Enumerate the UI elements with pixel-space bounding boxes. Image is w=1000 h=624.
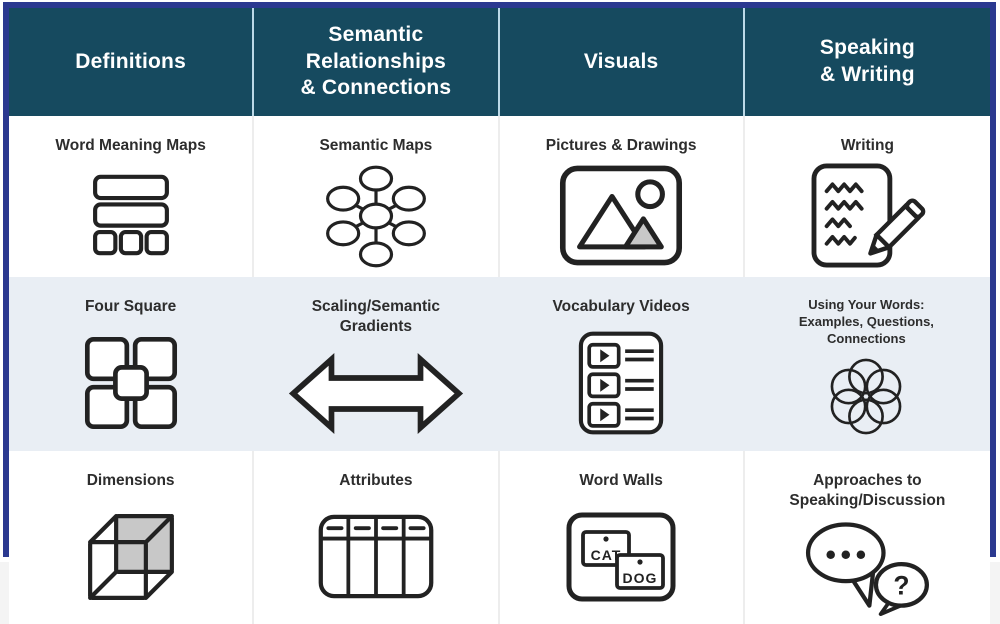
cell-label: Vocabulary Videos xyxy=(552,298,690,316)
cell-word-walls: Word Walls CAT DOG xyxy=(499,450,745,624)
cell-label: Dimensions xyxy=(86,471,175,489)
cell-vocabulary-videos: Vocabulary Videos xyxy=(499,277,745,451)
cell-scaling-gradients: Scaling/Semantic Gradients xyxy=(254,277,500,451)
column-header-speaking-writing: Speaking & Writing xyxy=(744,8,990,116)
cell-semantic-maps: Semantic Maps xyxy=(254,116,500,278)
columns-table-icon xyxy=(318,514,434,599)
cell-label: Using Your Words: Examples, Questions, C… xyxy=(798,297,934,346)
four-square-icon xyxy=(84,337,177,430)
header-label: Definitions xyxy=(75,49,186,73)
cell-pictures-drawings: Pictures & Drawings xyxy=(499,116,745,278)
cube-icon xyxy=(87,513,174,600)
cell-label: Semantic Maps xyxy=(319,137,433,154)
semantic-map-icon xyxy=(325,165,426,267)
cell-four-square: Four Square xyxy=(9,277,255,451)
cat-card-label: CAT xyxy=(591,547,622,563)
column-header-definitions: Definitions xyxy=(9,8,255,116)
word-cards-icon: CAT DOG xyxy=(566,512,676,602)
cell-label: Pictures & Drawings xyxy=(545,137,697,154)
cell-attributes: Attributes xyxy=(254,450,500,624)
cell-label: Scaling/Semantic Gradients xyxy=(311,298,441,336)
cell-using-your-words: Using Your Words: Examples, Questions, C… xyxy=(744,277,990,451)
video-playlist-icon xyxy=(578,331,664,435)
cell-label: Four Square xyxy=(84,298,177,316)
question-mark-glyph: ? xyxy=(894,570,910,600)
header-label: Semantic Relationships & Connections xyxy=(300,22,452,100)
column-header-semantic-relationships: Semantic Relationships & Connections xyxy=(254,8,500,116)
double-arrow-icon xyxy=(288,352,463,434)
cell-word-meaning-maps: Word Meaning Maps xyxy=(9,116,255,278)
word-meaning-maps-icon xyxy=(92,174,169,256)
cell-label: Writing xyxy=(840,137,894,154)
strategies-table: Definitions Semantic Relationships & Con… xyxy=(3,2,996,624)
header-label: Visuals xyxy=(583,49,659,73)
flower-circles-icon xyxy=(831,358,902,435)
cell-dimensions: Dimensions xyxy=(9,450,255,624)
document-pencil-icon xyxy=(811,163,926,268)
cell-label: Word Meaning Maps xyxy=(55,137,206,154)
picture-icon xyxy=(560,165,683,266)
dog-card-label: DOG xyxy=(623,570,658,586)
header-label: Speaking & Writing xyxy=(819,36,915,86)
column-header-visuals: Visuals xyxy=(499,8,745,116)
cell-label: Approaches to Speaking/Discussion xyxy=(789,471,946,509)
cell-writing: Writing xyxy=(744,116,990,278)
speech-bubbles-icon: ? xyxy=(806,522,930,617)
cell-approaches-speaking: Approaches to Speaking/Discussion ? xyxy=(744,450,990,624)
cell-label: Word Walls xyxy=(579,471,663,489)
cell-label: Attributes xyxy=(339,471,413,489)
